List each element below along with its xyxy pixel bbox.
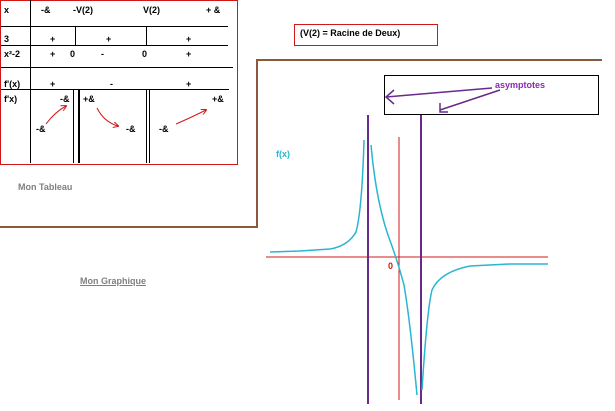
header-plus-infinity: + & — [206, 5, 221, 15]
row-3-label: 3 — [4, 34, 10, 44]
row-f-value: +& — [83, 94, 95, 104]
asymptotes-box — [384, 75, 599, 115]
pointer-arrow-head — [439, 103, 448, 113]
table-rule — [1, 26, 228, 27]
header-minus-infinity: -& — [41, 5, 51, 15]
increase-arrow — [45, 106, 66, 125]
brown-frame-line — [256, 59, 602, 61]
table-rule — [30, 0, 31, 163]
row-x2-sign: - — [101, 49, 104, 59]
row-fprime-label: f'(x) — [4, 79, 21, 89]
table-rule — [146, 89, 147, 163]
pointer-arrow — [439, 89, 501, 111]
curve-right-branch — [421, 263, 548, 391]
pointer-arrow-head — [384, 89, 395, 105]
row-3-sign: + — [50, 34, 56, 44]
fx-label: f(x) — [276, 149, 290, 159]
row-f-value: -& — [126, 124, 136, 134]
row-3-sign: + — [186, 34, 192, 44]
pointer-arrow — [385, 87, 493, 98]
table-rule — [1, 89, 229, 90]
table-rule — [149, 89, 150, 163]
table-rule — [1, 45, 228, 46]
table-frame — [0, 0, 238, 165]
note-text: (V(2) = Racine de Deux) — [300, 28, 401, 38]
row-fprime-sign: + — [50, 79, 56, 89]
curve-middle-branch — [370, 144, 418, 396]
row-x2-sign: + — [50, 49, 56, 59]
header-x: x — [4, 5, 10, 15]
row-x2-zero: 0 — [70, 49, 76, 59]
table-rule — [78, 89, 80, 163]
row-f-value: -& — [36, 124, 46, 134]
row-x2-sign: + — [186, 49, 192, 59]
row-3-sign: + — [106, 34, 112, 44]
origin-label: 0 — [388, 261, 394, 271]
curve-left-branch — [269, 139, 365, 253]
decrease-arrow — [96, 107, 118, 126]
row-f-label: f'x) — [4, 94, 18, 104]
header-root2: V(2) — [143, 5, 161, 15]
row-x2-label: x²-2 — [4, 49, 21, 59]
row-f-value: -& — [159, 124, 169, 134]
header-minus-root2: -V(2) — [73, 5, 93, 15]
tableau-caption: Mon Tableau — [18, 182, 73, 192]
row-x2-zero: 0 — [142, 49, 148, 59]
note-box — [294, 24, 438, 46]
increase-arrow — [175, 110, 206, 125]
brown-frame-line — [256, 60, 258, 228]
brown-frame-line — [0, 226, 258, 228]
table-rule — [75, 26, 76, 46]
row-fprime-sign: - — [110, 79, 113, 89]
row-fprime-sign: + — [186, 79, 192, 89]
graphique-caption: Mon Graphique — [80, 276, 146, 286]
asymptotes-label: asymptotes — [495, 80, 546, 90]
table-rule — [146, 26, 147, 46]
table-rule — [73, 89, 74, 163]
row-f-value: +& — [212, 94, 224, 104]
row-f-value: -& — [60, 94, 70, 104]
table-rule — [1, 67, 233, 68]
